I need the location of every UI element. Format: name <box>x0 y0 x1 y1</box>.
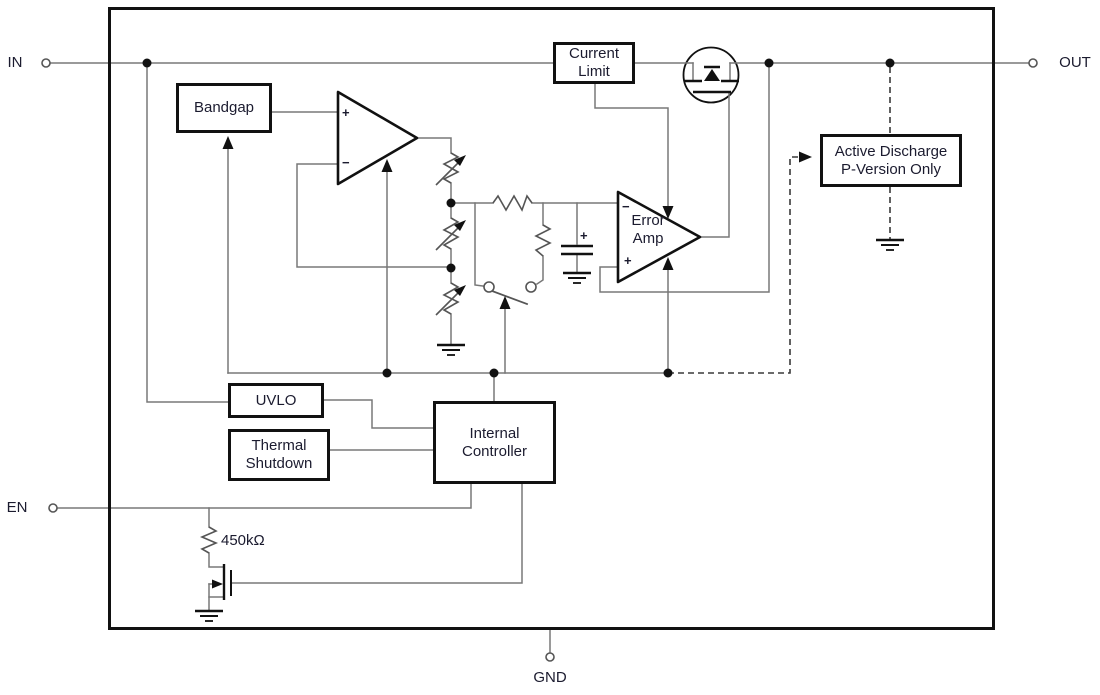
series-resistor <box>492 194 533 212</box>
arrow-up-icon <box>381 159 393 172</box>
control-arrowheads <box>222 136 812 309</box>
in-terminal <box>41 58 51 68</box>
thermal-shutdown-label-2: Shutdown <box>245 455 313 472</box>
resistors <box>199 152 552 554</box>
ic-boundary-box <box>108 7 995 630</box>
current-limit-block: Current Limit <box>553 42 635 84</box>
en-pulldown-resistor-zigzag <box>199 526 219 554</box>
error-amp-label-1: Error <box>631 212 665 229</box>
active-discharge-label-2: P-Version Only <box>840 160 942 178</box>
bandgap-block: Bandgap <box>176 83 272 133</box>
active-discharge-label-1: Active Discharge <box>834 142 948 160</box>
output-capacitor <box>561 244 593 256</box>
in-pin-label: IN <box>7 54 23 71</box>
error-amp-minus-mark: − <box>622 199 630 214</box>
uvlo-label: UVLO <box>255 391 297 409</box>
body-diode-icon <box>704 69 720 81</box>
adj-resistor-mid <box>442 217 460 250</box>
internal-controller-block: Internal Controller <box>433 401 556 484</box>
adj-resistor-bot <box>442 282 460 315</box>
pin-terminals <box>41 58 1038 662</box>
ground-icon <box>437 343 465 356</box>
ground-icon <box>563 271 591 284</box>
bulk-arrow-icon <box>212 579 223 589</box>
out-terminal <box>1028 58 1038 68</box>
cap-polarity-mark: + <box>580 228 588 243</box>
current-limit-label-1: Current <box>568 45 620 62</box>
arrow-right-icon <box>799 151 812 163</box>
en-pin-label: EN <box>6 499 28 516</box>
uvlo-block: UVLO <box>228 383 324 418</box>
internal-controller-label-1: Internal <box>469 424 520 442</box>
trim-arrowheads <box>454 155 466 296</box>
gnd-terminal <box>545 652 555 662</box>
error-amp-label-2: Amp <box>632 230 664 247</box>
arrow-up-icon <box>499 296 511 309</box>
adj-resistor-top <box>442 152 460 184</box>
arrow-up-icon <box>222 136 234 149</box>
ground-icon <box>876 238 904 251</box>
ground-icon <box>195 609 223 622</box>
bandgap-buffer-opamp <box>336 90 419 186</box>
buffer-plus-mark: + <box>342 105 350 120</box>
active-discharge-dashed-wires <box>668 67 891 374</box>
en-pulldown-resistor-label: 450kΩ <box>221 532 265 549</box>
error-amp-plus-mark: + <box>624 253 632 268</box>
internal-controller-label-2: Controller <box>461 442 528 460</box>
thermal-shutdown-block: Thermal Shutdown <box>228 429 330 481</box>
shunt-resistor <box>534 224 552 257</box>
current-limit-label-2: Limit <box>578 63 610 80</box>
buffer-minus-mark: − <box>342 155 350 170</box>
error-amp-opamp <box>616 190 702 284</box>
ground-symbols <box>195 238 904 622</box>
junction-dots <box>142 58 895 378</box>
feedback-switch <box>483 281 537 293</box>
arrow-down-icon <box>662 206 674 219</box>
en-terminal <box>48 503 58 513</box>
pass-mosfet-internals <box>684 65 739 94</box>
bandgap-label: Bandgap <box>193 99 255 116</box>
arrow-up-icon <box>662 257 674 270</box>
thermal-shutdown-label-1: Thermal <box>251 437 307 454</box>
active-discharge-block: Active Discharge P-Version Only <box>820 134 962 187</box>
out-pin-label: OUT <box>1059 54 1091 71</box>
en-pulldown-mosfet <box>212 564 232 600</box>
gnd-pin-label: GND <box>533 669 567 686</box>
